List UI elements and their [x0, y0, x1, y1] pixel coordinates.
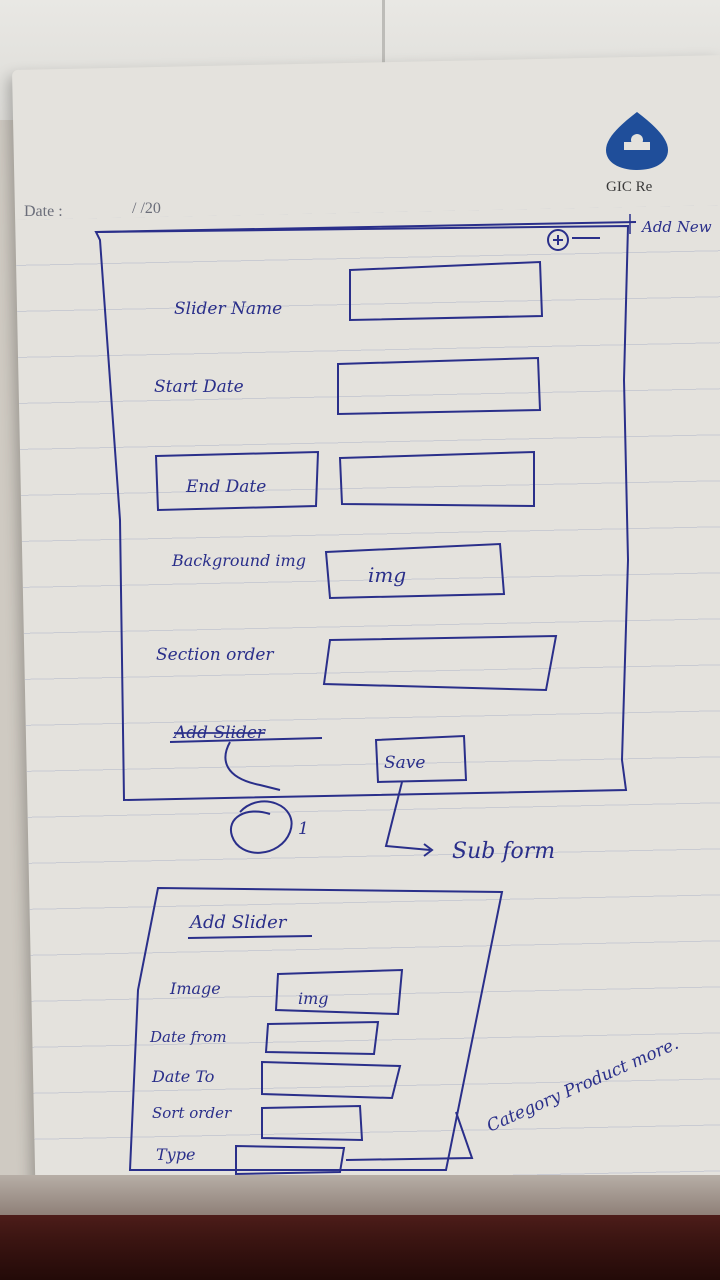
- sub-field-input-sort-order: [261, 1104, 364, 1142]
- scribble-loop: [229, 800, 293, 854]
- sub-field-label-sort-order: Sort order: [152, 1104, 232, 1122]
- date-value: / /20: [132, 200, 161, 217]
- field-input-background-img: [324, 542, 506, 600]
- main-form-frame: [94, 224, 630, 802]
- field-input-end-date: [338, 450, 535, 508]
- sub-field-input-type: [235, 1144, 346, 1176]
- save-button: [374, 734, 468, 784]
- sub-form-note: Sub form: [452, 839, 555, 864]
- table-edge: [0, 1175, 720, 1280]
- field-label-slider-name: Slider Name: [174, 299, 282, 319]
- sub-form-arrow: [384, 781, 431, 851]
- type-note: Category Product more.: [484, 1034, 682, 1137]
- field-input-section-order: [322, 634, 558, 692]
- sub-form-title: Add Slider: [188, 912, 288, 933]
- wall-seam: [382, 0, 385, 95]
- sub-field-label-date-from: Date from: [149, 1028, 227, 1046]
- sub-field-label-type: Type: [156, 1145, 195, 1164]
- sub-field-input-date-from: [264, 1020, 380, 1056]
- sub-field-input-date-to: [261, 1060, 402, 1100]
- field-label-section-order: Section order: [156, 645, 274, 665]
- sub-field-input-image: [274, 968, 404, 1016]
- field-value-background-img: img: [368, 563, 406, 587]
- sub-field-label-date-to: Date To: [151, 1067, 214, 1086]
- field-label-background-img: Background img: [171, 551, 306, 570]
- field-input-start-date: [337, 356, 542, 416]
- date-label: Date :: [24, 203, 63, 220]
- sub-field-label-image: Image: [169, 979, 221, 998]
- field-label-box-end-date: [154, 450, 320, 512]
- gic-logo: GIC Re: [606, 112, 668, 195]
- field-label-start-date: Start Date: [154, 377, 244, 397]
- sub-field-value-image: img: [298, 989, 329, 1008]
- field-label-end-date: End Date: [185, 477, 266, 497]
- field-input-slider-name: [349, 260, 544, 322]
- save-button-label: Save: [384, 753, 425, 773]
- logo-text: GIC Re: [606, 179, 653, 195]
- add-new-control: Add New: [547, 214, 712, 251]
- scribble-note: 1: [298, 819, 309, 839]
- sub-form-frame: [128, 886, 504, 1171]
- add-new-note: Add New: [640, 218, 712, 236]
- add-slider-link: Add Slider: [172, 723, 266, 743]
